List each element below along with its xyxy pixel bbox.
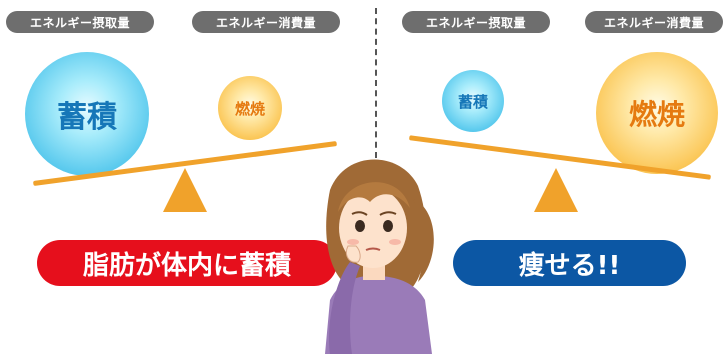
girl-right-brow <box>379 211 397 216</box>
girl-right-eye <box>383 220 393 232</box>
left-consumption-label: エネルギー消費量 <box>192 11 340 33</box>
right-consumption-ball: 燃焼 <box>596 52 718 174</box>
left-result-banner: 脂肪が体内に蓄積 <box>37 240 337 286</box>
girl-bangs <box>338 182 410 212</box>
right-result-banner: 痩せる!! <box>453 240 686 286</box>
left-intake-ball: 蓄積 <box>25 52 149 176</box>
girl-mouth <box>365 247 381 251</box>
left-fulcrum <box>163 168 207 212</box>
right-intake-ball: 蓄積 <box>442 70 504 132</box>
girl-illustration <box>325 159 434 354</box>
girl-hand <box>345 245 361 263</box>
girl-arm <box>329 262 360 354</box>
left-consumption-ball: 燃焼 <box>218 76 282 140</box>
girl-left-cheek <box>347 239 359 245</box>
girl-left-brow <box>351 211 368 216</box>
girl-left-eye <box>355 220 365 232</box>
right-consumption-label: エネルギー消費量 <box>585 11 723 33</box>
right-fulcrum <box>534 168 578 212</box>
left-intake-label: エネルギー摂取量 <box>6 11 154 33</box>
center-divider <box>375 8 377 158</box>
girl-right-cheek <box>389 239 401 245</box>
right-intake-label: エネルギー摂取量 <box>402 11 550 33</box>
girl-ponytail <box>412 198 434 282</box>
